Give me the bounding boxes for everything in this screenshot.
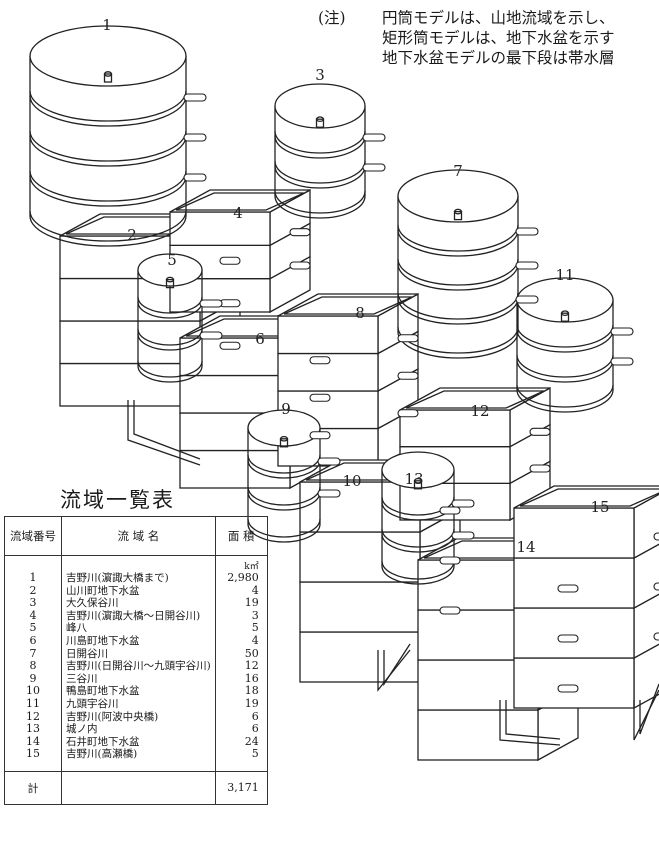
- basin-name: 峰八: [62, 622, 216, 635]
- basin-name: 川島町地下水盆: [62, 635, 216, 648]
- note-line-3: 地下水盆モデルの最下段は帯水層: [318, 48, 615, 68]
- header-basin-name: 流 域 名: [62, 517, 216, 556]
- basin-area: 18: [215, 685, 267, 698]
- basin-number: 6: [5, 635, 62, 648]
- basin-name: 石井町地下水盆: [62, 736, 216, 749]
- model-label-4: 4: [233, 204, 243, 222]
- model-label-6: 6: [255, 330, 265, 348]
- model-label-10: 10: [342, 472, 361, 490]
- basin-area: 2,980: [215, 572, 267, 585]
- basin-area: 24: [215, 736, 267, 749]
- basin-name: 大久保谷川: [62, 597, 216, 610]
- basin-number: 15: [5, 748, 62, 761]
- basin-area: 5: [215, 748, 267, 761]
- unit-row: k㎡: [5, 556, 268, 573]
- table-title: 流域一覧表: [60, 484, 175, 514]
- model-label-8: 8: [355, 304, 365, 322]
- basin-number: 1: [5, 572, 62, 585]
- table-header-row: 流域番号 流 域 名 面 積: [5, 517, 268, 556]
- basin-name: 日開谷川: [62, 648, 216, 661]
- total-label: 計: [5, 771, 62, 804]
- model-label-12: 12: [470, 402, 489, 420]
- basin-area: 4: [215, 635, 267, 648]
- model-label-15: 15: [590, 498, 609, 516]
- table-spacer-row: [5, 761, 268, 772]
- header-area: 面 積: [215, 517, 267, 556]
- basin-area: 3: [215, 610, 267, 623]
- model-label-9: 9: [281, 400, 291, 418]
- model-label-2: 2: [127, 226, 137, 244]
- model-label-5: 5: [167, 251, 177, 269]
- basin-area: 12: [215, 660, 267, 673]
- basin-area: 6: [215, 723, 267, 736]
- area-unit: k㎡: [215, 556, 267, 573]
- basin-name: 吉野川(濵諏大橋まで): [62, 572, 216, 585]
- basin-number: 11: [5, 698, 62, 711]
- basin-name: 吉野川(阿波中央橋): [62, 711, 216, 724]
- basin-name: 三谷川: [62, 673, 216, 686]
- note-line-2: 矩形筒モデルは、地下水盆を示す: [318, 28, 615, 48]
- basin-area: 5: [215, 622, 267, 635]
- tank-1: [30, 26, 186, 246]
- note-mark: (注): [318, 8, 382, 28]
- basin-name: 城ノ内: [62, 723, 216, 736]
- model-label-13: 13: [404, 470, 423, 488]
- basin-name: 吉野川(日開谷川～九頭宇谷川): [62, 660, 216, 673]
- basin-number: 13: [5, 723, 62, 736]
- basin-area: 16: [215, 673, 267, 686]
- basin-number: 8: [5, 660, 62, 673]
- basin-area: 50: [215, 648, 267, 661]
- tank-15: [514, 486, 659, 708]
- model-label-3: 3: [315, 66, 325, 84]
- basin-area: 19: [215, 698, 267, 711]
- total-area: 3,171: [215, 771, 267, 804]
- basin-name: 吉野川(濵諏大橋～日開谷川): [62, 610, 216, 623]
- basin-area: 19: [215, 597, 267, 610]
- basin-area: 4: [215, 585, 267, 598]
- basin-area: 6: [215, 711, 267, 724]
- basin-name: 吉野川(高瀬橋): [62, 748, 216, 761]
- note-line-1: 円筒モデルは、山地流域を示し、: [382, 9, 615, 27]
- legend-note: (注)円筒モデルは、山地流域を示し、 矩形筒モデルは、地下水盆を示す 地下水盆モ…: [318, 8, 615, 68]
- model-label-11: 11: [555, 266, 574, 284]
- basin-name: 山川町地下水盆: [62, 585, 216, 598]
- total-row: 計 3,171: [5, 771, 268, 804]
- basin-name: 鴨島町地下水盆: [62, 685, 216, 698]
- basin-name: 九頭宇谷川: [62, 698, 216, 711]
- model-label-14: 14: [516, 538, 535, 556]
- model-label-1: 1: [102, 16, 112, 34]
- basin-number: 3: [5, 597, 62, 610]
- header-basin-number: 流域番号: [5, 517, 62, 556]
- model-label-7: 7: [453, 162, 463, 180]
